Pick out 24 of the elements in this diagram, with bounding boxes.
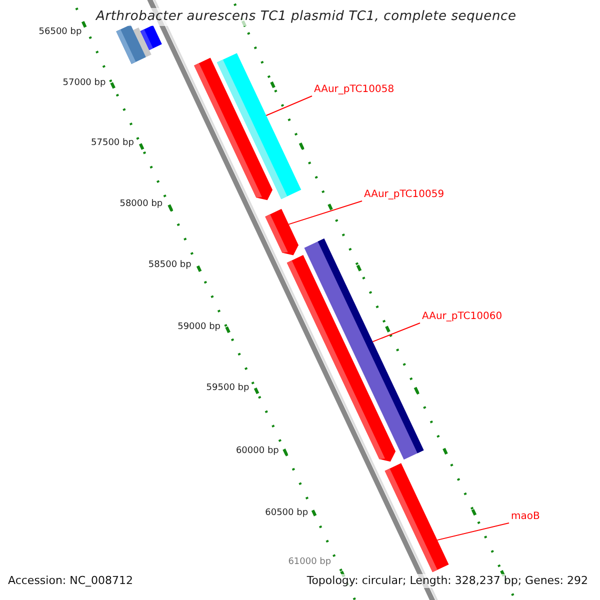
tick-label: 57000 bp [62,77,106,89]
leader-line [372,322,420,342]
tick-label: 56500 bp [38,26,82,38]
leader-line [266,96,312,116]
gene-feature [265,208,298,256]
tick-label: 58500 bp [148,259,192,271]
leader-line [436,522,510,541]
gene-label: AAur_pTC10060 [422,311,502,323]
accession-text: Accession: NC_008712 [8,574,134,588]
tick-label: 59000 bp [178,321,221,333]
tick-label: 57500 bp [91,137,134,149]
gene-feature [140,25,162,50]
gene-feature [286,255,396,462]
tick-label: 61000 bp [288,556,332,568]
gene-label: AAur_pTC10058 [314,84,394,96]
gene-feature [194,58,273,200]
tick-label: 58000 bp [120,198,163,210]
tick-label: 60500 bp [265,507,308,519]
gene-label: AAur_pTC10059 [364,189,444,201]
tick-label: 59500 bp [206,382,250,394]
gene-feature [384,463,449,572]
gene-label: maoB [511,511,540,523]
leader-line [288,200,362,225]
tick-label: 60000 bp [236,445,279,457]
